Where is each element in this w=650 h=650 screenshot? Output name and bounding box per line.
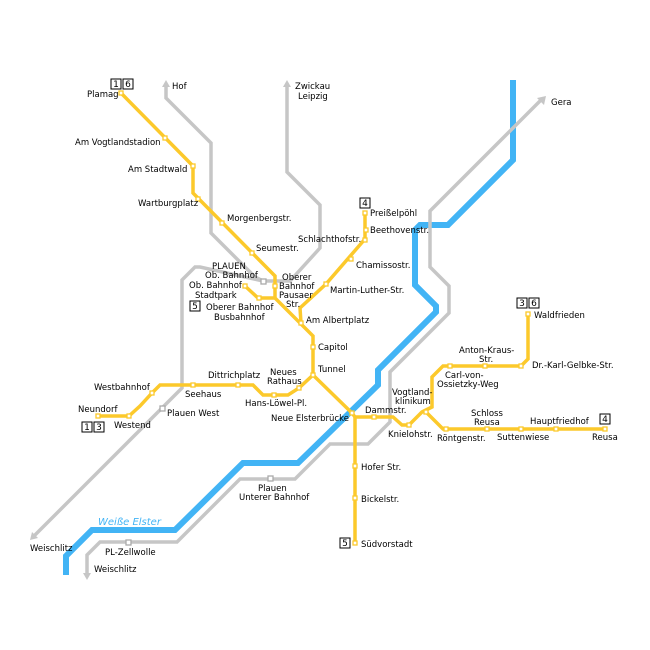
rail-lines [30,80,546,580]
label-morgenbergstr: Morgenbergstr. [227,214,291,224]
station-zellwolle: PL-Zellwolle [105,548,156,558]
label-rathaus-1: Neues [270,368,297,378]
label-seehaus: Seehaus [185,390,222,400]
line-badges: 1 6 4 5 3 6 1 3 4 5 [81,78,611,549]
arrow-zwickau-icon [283,80,291,87]
label-bickelstr: Bickelstr. [361,495,399,505]
label-tunnel: Tunnel [317,365,346,375]
label-plamag: Plamag [87,90,119,100]
label-rathaus-2: Rathaus [267,377,302,387]
label-capitol: Capitol [318,343,348,353]
label-waldfrieden: Waldfrieden [534,311,585,321]
label-vogtlandstadion: Am Vogtlandstadion [75,138,161,148]
label-albertplatz: Am Albertplatz [306,316,370,326]
dest-gera: Gera [551,98,572,108]
tram-stations [95,90,608,546]
svg-text:6: 6 [531,299,537,309]
svg-text:5: 5 [192,302,198,312]
label-oberer-4: Str. [286,300,300,310]
svg-text:1: 1 [84,423,90,433]
label-preisselpoehl: Preißelpöhl [370,209,417,219]
label-westend: Westend [114,421,151,431]
svg-text:1: 1 [113,80,119,90]
svg-text:4: 4 [602,415,608,425]
river-weisse-elster [63,80,516,575]
badge-neundorf-3: 3 [93,421,105,433]
badge-reusa-4: 4 [599,413,611,425]
label-hauptfriedhof: Hauptfriedhof [530,417,590,427]
dest-weischlitz-south: Weischlitz [94,565,137,575]
badge-waldfrieden-3: 3 [516,297,528,309]
svg-text:3: 3 [519,299,525,309]
label-suedvorstadt: Südvorstadt [361,540,413,550]
station-unterer-1: Plauen [258,484,287,494]
label-kraus-2: Str. [479,355,493,365]
svg-text:3: 3 [96,423,102,433]
label-knielohstr: Knielohstr. [388,430,433,440]
svg-text:4: 4 [362,199,368,209]
label-stadtpark-1: Ob. Bahnhof [189,281,243,291]
rail-labels: Hof Zwickau Leipzig Gera Weischlitz Weis… [30,82,572,575]
label-gelbke: Dr.-Karl-Gelbke-Str. [532,361,614,371]
label-dittrichplatz: Dittrichplatz [208,371,261,381]
arrow-gera-icon [537,96,546,105]
label-beethovenstr: Beethovenstr. [370,226,429,236]
label-schloss-reusa-1: Schloss [471,409,503,419]
label-neundorf: Neundorf [78,405,118,415]
arrow-weischlitz-south-icon [83,573,91,580]
label-chamissostr: Chamissostr. [356,261,410,271]
label-hofer: Hofer Str. [361,463,401,473]
label-busbahnhof-1: Oberer Bahnhof [206,303,274,313]
label-hans-loewel: Hans-Löwel-Pl. [245,399,307,409]
river-label: Weiße Elster [98,517,162,528]
label-schlachthofstr: Schlachthofstr. [298,235,361,245]
dest-leipzig: Leipzig [298,92,328,102]
badge-preisselpoehl-4: 4 [359,197,371,209]
badge-neundorf-1: 1 [81,421,93,433]
badge-plamag-6: 6 [122,78,134,90]
arrow-weischlitz-west-icon [30,532,38,540]
label-roentgenstr: Röntgenstr. [437,434,486,444]
label-reusa: Reusa [592,433,618,443]
station-plauen-west: Plauen West [167,409,220,419]
badge-plamag-1: 1 [110,78,122,90]
label-schloss-reusa-2: Reusa [474,418,500,428]
badge-suedvorstadt-5: 5 [339,537,351,549]
station-unterer-2: Unterer Bahnhof [239,493,310,503]
label-wartburgplatz: Wartburgplatz [138,199,199,209]
label-oberer-3: Pausaer [279,291,313,301]
station-plauen: PLAUEN [212,262,246,272]
label-busbahnhof-2: Busbahnhof [214,313,266,323]
label-klinikum-1: Vogtland- [392,388,433,398]
dest-weischlitz-west: Weischlitz [30,544,73,554]
label-oberer-2: Bahnhof [279,282,315,292]
rail-stations [125,278,274,546]
label-martin-luther: Martin-Luther-Str. [330,286,404,296]
badge-busbahnhof-5: 5 [189,300,201,312]
label-kraus-1: Anton-Kraus- [459,346,514,356]
label-ossietzky-2: Ossietzky-Weg [437,380,499,390]
label-suttenwiese: Suttenwiese [497,433,549,443]
dest-zwickau: Zwickau [295,82,330,92]
label-elsterbruecke: Neue Elsterbrücke [271,414,349,424]
label-stadtwald: Am Stadtwald [128,165,187,175]
label-ossietzky-1: Carl-von- [445,371,484,381]
label-seumestr: Seumestr. [256,244,299,254]
label-oberer-1: Oberer [282,273,312,283]
label-dammstr: Dammstr. [365,406,407,416]
label-klinikum-2: klinikum [395,397,431,407]
station-ob-bahnhof: Ob. Bahnhof [205,271,259,281]
svg-text:5: 5 [342,539,348,549]
label-stadtpark-2: Stadtpark [195,291,237,301]
arrow-hof-icon [162,80,170,87]
badge-waldfrieden-6: 6 [528,297,540,309]
dest-hof: Hof [172,82,188,92]
tram-labels: Plamag Am Vogtlandstadion Am Stadtwald W… [75,90,618,550]
svg-text:6: 6 [125,80,131,90]
label-westbahnhof: Westbahnhof [94,383,151,393]
